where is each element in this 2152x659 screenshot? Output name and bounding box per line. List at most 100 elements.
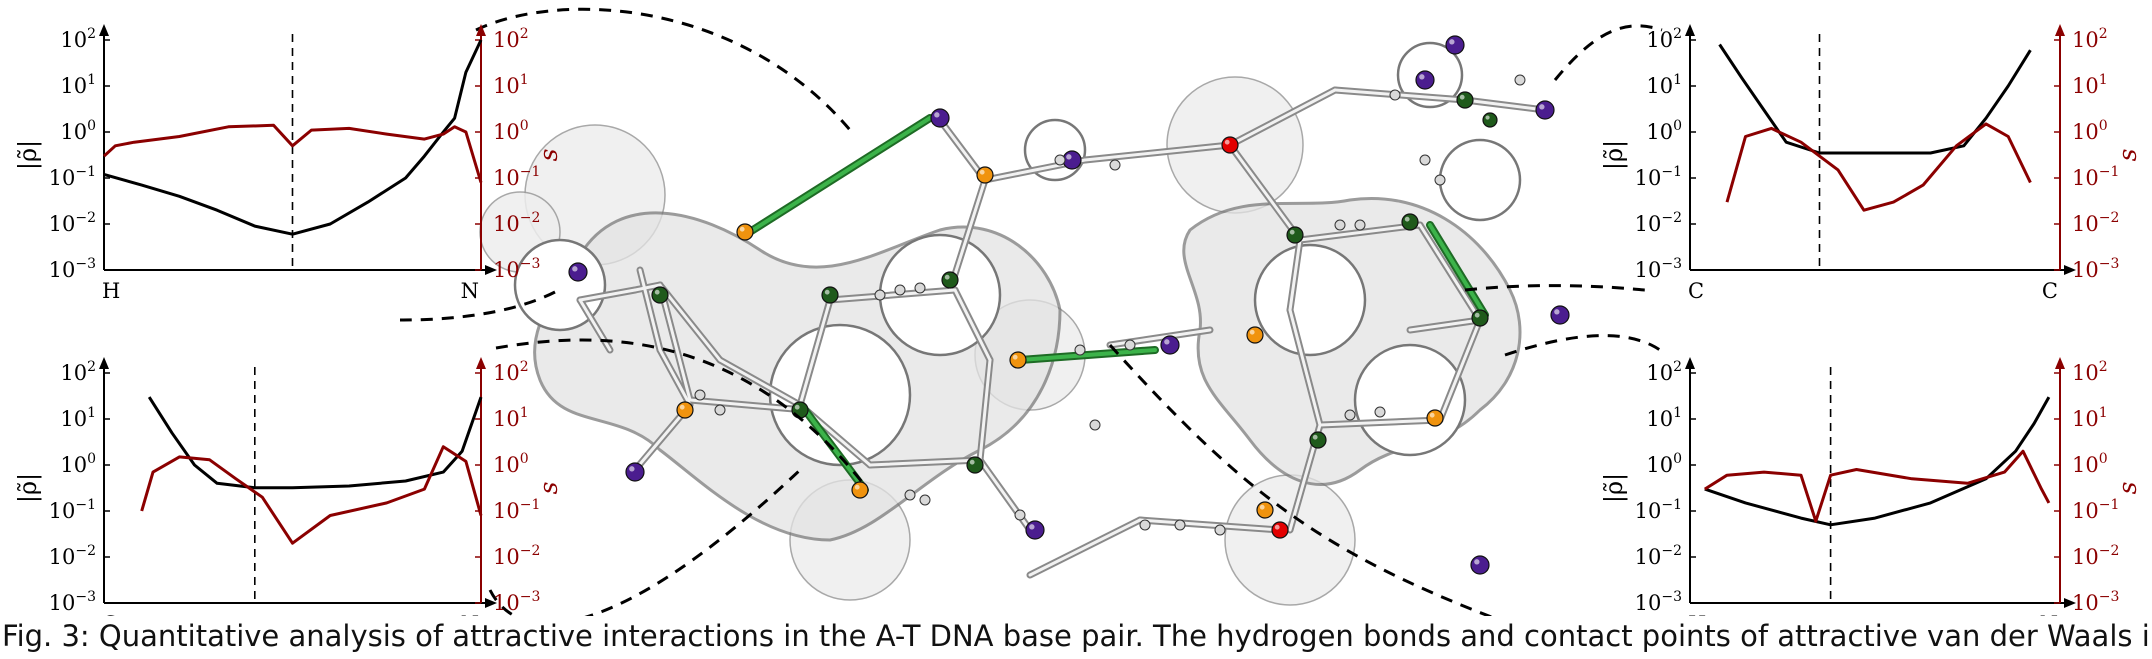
- atom-shine: [979, 169, 985, 175]
- left-axis-label: |ρ̃|: [1600, 140, 1629, 170]
- sign-series-line: [102, 123, 483, 183]
- left-tick-label: 102: [1646, 359, 1682, 385]
- left-axis-arrow: [1685, 357, 1695, 369]
- nitrogen-atom: [568, 262, 588, 282]
- covalent-bond-highlight: [798, 298, 832, 407]
- left-tick-label: 10−1: [1635, 497, 1682, 523]
- covalent-bond-highlight: [828, 288, 957, 302]
- cp-atom: [976, 166, 994, 184]
- left-tick-label: 100: [1646, 451, 1682, 477]
- critical-point: [894, 284, 906, 296]
- left-tick-label: 10−2: [1635, 210, 1682, 236]
- critical-point: [1419, 154, 1431, 166]
- cp-atom: [851, 481, 869, 499]
- right-tick-label: 10−1: [2072, 497, 2119, 523]
- atom-shine: [572, 266, 578, 272]
- nitrogen-atom: [1550, 305, 1570, 325]
- ring-hole: [768, 323, 912, 467]
- ring-hole: [1438, 138, 1522, 222]
- left-tick-label: 101: [1646, 72, 1682, 98]
- critical-point: [1124, 339, 1136, 351]
- critical-point: [904, 489, 916, 501]
- left-tick-label: 100: [60, 118, 96, 144]
- connector-curve: [495, 338, 864, 483]
- critical-point: [919, 494, 931, 506]
- cp-atom: [676, 401, 694, 419]
- density-series-line: [147, 396, 483, 490]
- x-axis-arrow: [2064, 265, 2076, 275]
- left-tick-label: 102: [1646, 26, 1682, 52]
- critical-point: [874, 289, 886, 301]
- atom-shine: [1554, 309, 1560, 315]
- right-tick-label: 102: [2072, 26, 2108, 52]
- left-tick-label: 10−3: [49, 256, 96, 282]
- x-tick-label-end: C: [2042, 279, 2058, 303]
- critical-point: [1514, 74, 1526, 86]
- right-tick-label: 102: [2072, 359, 2108, 385]
- critical-point: [1344, 409, 1356, 421]
- left-axis-label: |ρ̃|: [14, 140, 43, 170]
- atom-shine: [1066, 154, 1072, 160]
- critical-point: [694, 389, 706, 401]
- left-tick-label: 10−2: [49, 210, 96, 236]
- nitrogen-atom: [1535, 100, 1555, 120]
- left-tick-label: 102: [60, 359, 96, 385]
- connector-curve: [1464, 284, 1646, 292]
- oxygen-atom: [1221, 136, 1239, 154]
- critical-point: [914, 282, 926, 294]
- hydrogen-bond-highlight: [743, 116, 932, 237]
- left-axis-label: |ρ̃|: [1600, 473, 1629, 503]
- plots: 10−3 10−3 10−2 10−2 10−1 10−1 100 100 101 101 102 1…: [14, 24, 2142, 636]
- atom-shine: [1404, 216, 1410, 222]
- covalent-bond-highlight: [938, 118, 987, 182]
- atom-shine: [1449, 39, 1455, 45]
- atom-shine: [739, 226, 745, 232]
- right-tick-label: 10−2: [2072, 210, 2119, 236]
- covalent-bond-highlight: [658, 283, 722, 362]
- atom-shine: [1419, 74, 1425, 80]
- atom-shine: [1224, 139, 1230, 145]
- ring-atom: [1456, 91, 1474, 109]
- left-tick-label: 10−2: [49, 543, 96, 569]
- right-tick-label: 100: [2072, 451, 2108, 477]
- covalent-bond-highlight: [868, 458, 982, 467]
- covalent-bond-highlight: [1288, 238, 1302, 312]
- left-tick-label: 100: [1646, 118, 1682, 144]
- ring-atom: [651, 286, 669, 304]
- covalent-bond-highlight: [1138, 518, 1282, 532]
- left-axis-arrow: [99, 357, 109, 369]
- ring-atom: [966, 456, 984, 474]
- critical-point: [714, 404, 726, 416]
- nitrogen-atom: [625, 462, 645, 482]
- right-tick-label: 101: [2072, 405, 2108, 431]
- right-axis-arrow: [476, 357, 486, 369]
- right-tick-label: 102: [493, 359, 529, 385]
- left-tick-label: 10−3: [49, 589, 96, 615]
- left-tick-label: 10−3: [1635, 589, 1682, 615]
- cp-atom: [1009, 351, 1027, 369]
- density-series-line: [1704, 396, 2051, 527]
- nitrogen-atom: [1470, 555, 1490, 575]
- covalent-bond-highlight: [578, 288, 637, 302]
- critical-point: [1089, 419, 1101, 431]
- covalent-bond-highlight: [718, 358, 802, 407]
- nitrogen-atom: [930, 108, 950, 128]
- right-tick-label: 10−1: [493, 497, 540, 523]
- x-axis-arrow: [485, 598, 497, 608]
- atom-shine: [944, 274, 950, 280]
- critical-point: [1354, 219, 1366, 231]
- ring-atom: [1286, 226, 1304, 244]
- critical-point: [1109, 159, 1121, 171]
- critical-point: [1434, 174, 1446, 186]
- sign-series-line: [1725, 122, 2032, 212]
- covalent-bond-highlight: [658, 348, 692, 407]
- covalent-bond-highlight: [1408, 318, 1482, 332]
- covalent-bond-highlight: [953, 288, 992, 362]
- right-tick-label: 100: [493, 118, 529, 144]
- right-tick-label: 102: [493, 26, 529, 52]
- covalent-bond-highlight: [658, 283, 692, 402]
- ring-atom: [1309, 431, 1327, 449]
- x-tick-label-start: C: [1688, 279, 1704, 303]
- atom-shine: [1164, 339, 1170, 345]
- right-axis-label: s: [534, 482, 563, 495]
